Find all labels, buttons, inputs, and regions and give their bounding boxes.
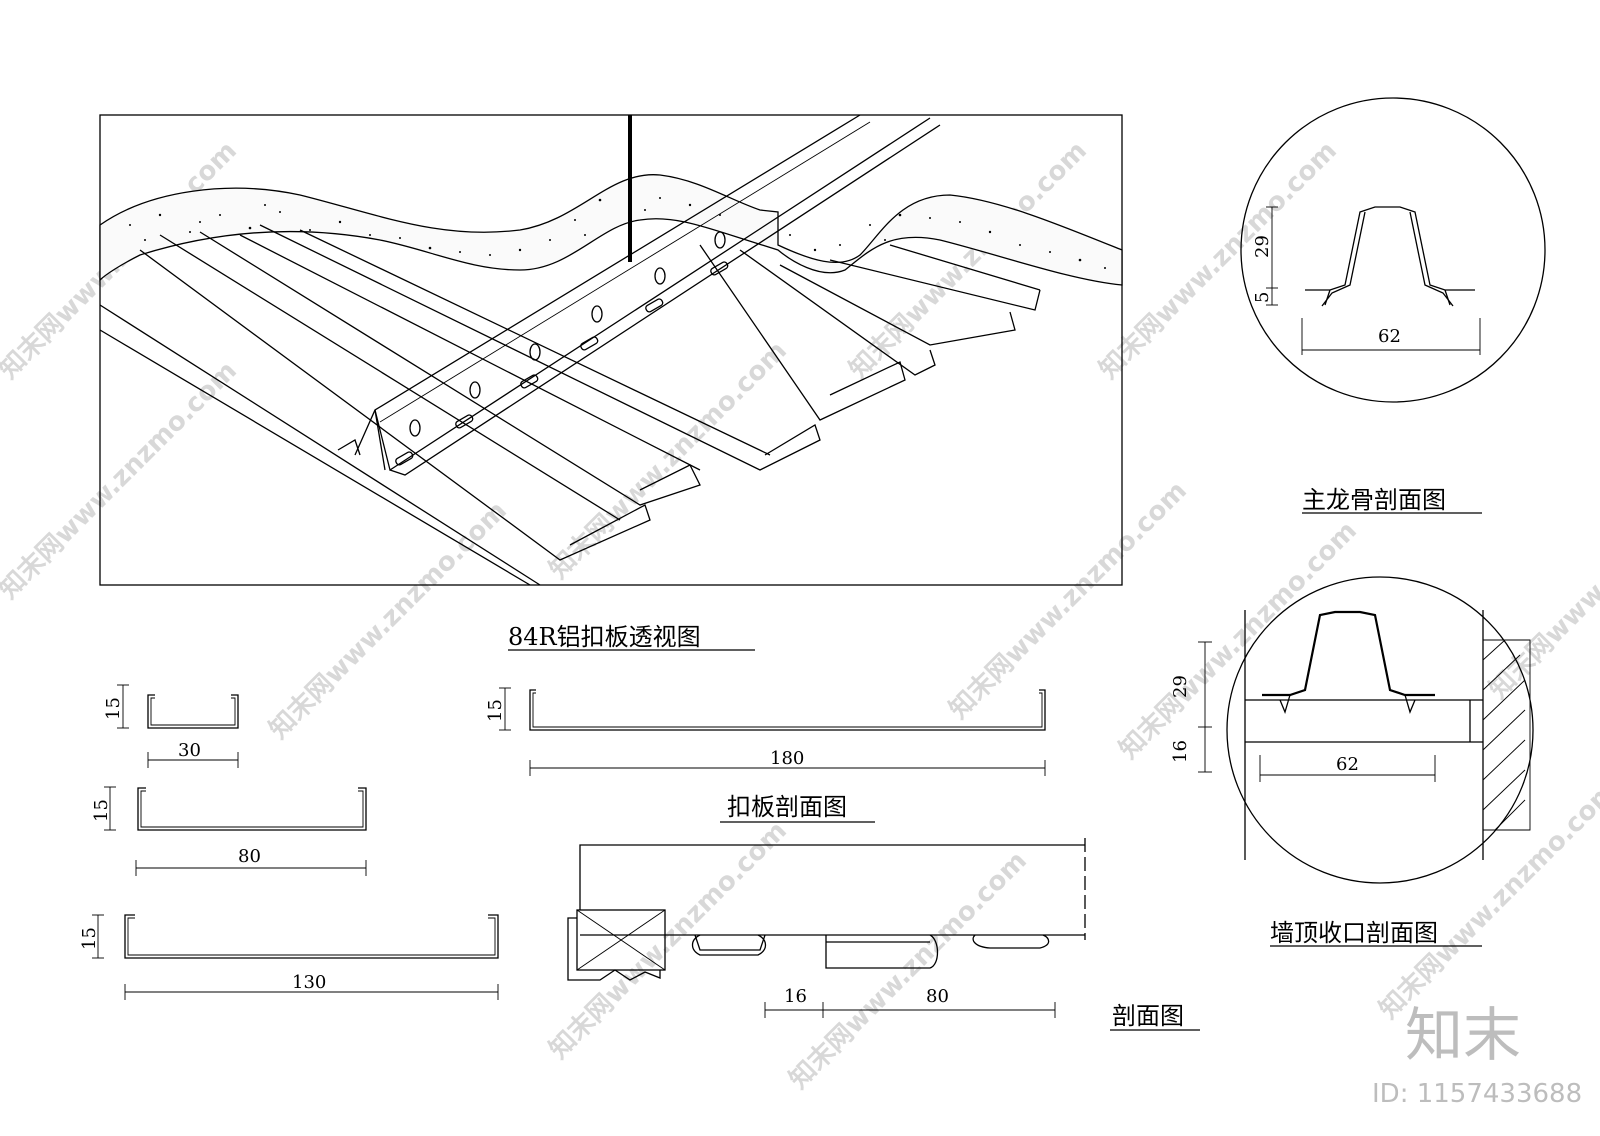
wall-height-dim: 29 (1170, 675, 1191, 698)
p130-height: 15 (79, 927, 100, 950)
watermark-text: 知末网www.znzmo.com (544, 336, 793, 585)
detail-circle (1226, 576, 1534, 884)
p30-width: 30 (178, 740, 201, 761)
watermark-text: 知末网www.znzmo.com (544, 816, 793, 1065)
panel-180: 15 180 扣板剖面图 (485, 687, 1046, 823)
keel-height-dim: 29 (1252, 235, 1273, 258)
concrete-dots (129, 194, 1106, 269)
watermark-text: 知末网www.znzmo.com (1374, 776, 1600, 1025)
wall-width-dim: 62 (1336, 754, 1359, 775)
wall-panel-dim: 16 (1170, 740, 1191, 763)
panel-30: 15 30 (103, 684, 239, 768)
main-keel (337, 114, 941, 476)
watermark-text: 知末网www.znzmo.com (944, 476, 1193, 725)
perspective-frame (99, 114, 1123, 586)
p80-width: 80 (238, 846, 261, 867)
wall-hatch (1482, 639, 1531, 831)
watermark-layer: 知末网www.znzmo.com 知末网www.znzmo.com 知末网www… (0, 136, 1600, 1095)
section-title: 剖面图 (1112, 1002, 1184, 1030)
panel-section-title: 扣板剖面图 (727, 793, 847, 821)
keel-flange-dim: 5 (1252, 292, 1273, 303)
panel-130: 15 130 (79, 914, 499, 1000)
edge-trim (576, 909, 666, 971)
watermark-id: ID: 1157433688 (1372, 1079, 1582, 1109)
watermark-text: 知末网www.znzmo.com (1484, 456, 1600, 705)
concrete-slab (99, 174, 1123, 286)
keel-holes (395, 231, 729, 466)
perspective-view: 84R铝扣板透视图 (99, 114, 1123, 651)
panel-strips (99, 224, 1041, 586)
keel-profile (1305, 206, 1475, 291)
main-keel-title: 主龙骨剖面图 (1302, 486, 1446, 514)
main-keel-section: 29 5 62 主龙骨剖面图 (1240, 97, 1546, 514)
panel-80: 15 80 (91, 786, 367, 876)
section-width-dim: 80 (926, 986, 949, 1007)
wall-edge-title: 墙顶收口剖面图 (1270, 919, 1438, 947)
watermark-text: 知末网www.znzmo.com (1094, 136, 1343, 385)
watermark-text: 知末网www.znzmo.com (264, 496, 513, 745)
section-gap-dim: 16 (784, 986, 807, 1007)
brand-watermark: 知末 ID: 1157433688 (1372, 1001, 1582, 1109)
p80-height: 15 (91, 799, 112, 822)
wall-keel-profile (1262, 610, 1435, 697)
detail-circle (1240, 97, 1546, 403)
section-panels (691, 934, 1050, 969)
keel-width-dim: 62 (1378, 326, 1401, 347)
perspective-title: 84R铝扣板透视图 (508, 623, 701, 651)
watermark-text: 知末网www.znzmo.com (1114, 516, 1363, 765)
brand-logo-text: 知末 (1405, 1001, 1521, 1069)
p180-height: 15 (485, 699, 506, 722)
section-view: 16 80 剖面图 (567, 838, 1200, 1031)
watermark-text: 知末网www.znzmo.com (784, 846, 1033, 1095)
p180-width: 180 (770, 748, 804, 769)
p130-width: 130 (292, 972, 326, 993)
wall-edge-section: 29 16 62 墙顶收口剖面图 (1170, 576, 1534, 947)
p30-height: 15 (103, 697, 124, 720)
